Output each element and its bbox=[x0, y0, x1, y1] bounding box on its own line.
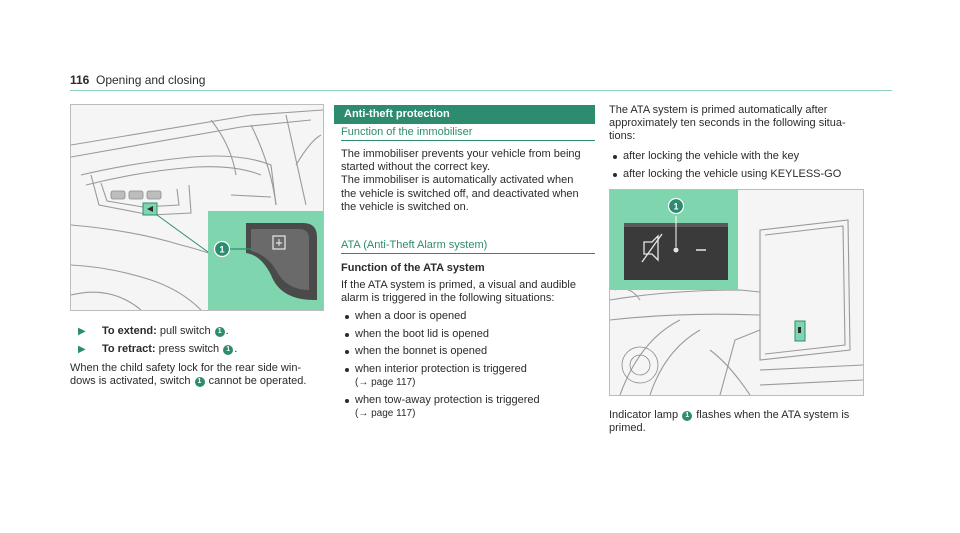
section-title-bar: Anti-theft protection bbox=[334, 105, 595, 124]
retract-label: To retract: bbox=[102, 343, 156, 355]
ata-indicator-figure: 1 bbox=[609, 189, 864, 396]
child-lock-note: When the child safety lock for the rear … bbox=[70, 362, 307, 388]
callout-1-badge: 1 bbox=[223, 345, 234, 355]
ata-intro: If the ATA system is primed, a visual an… bbox=[341, 279, 576, 305]
extend-instruction: ▶To extend: pull switch 1. bbox=[70, 324, 229, 339]
triangle-bullet-icon: ▶ bbox=[78, 344, 86, 355]
retract-text: press switch bbox=[158, 343, 220, 355]
callout-1-marker bbox=[667, 197, 685, 215]
retract-instruction: ▶To retract: press switch 1. bbox=[70, 342, 237, 357]
ata-auto-prime-text: The ATA system is primed automatically a… bbox=[609, 104, 846, 143]
arrow-right-icon: → bbox=[358, 408, 369, 420]
window-switch-figure: 1 bbox=[70, 104, 324, 311]
page-header: 116 Opening and closing bbox=[70, 72, 892, 91]
ata-function-heading: Function of the ATA system bbox=[341, 262, 485, 274]
callout-1-badge: 1 bbox=[682, 411, 693, 421]
page-number: 116 bbox=[70, 73, 90, 87]
immobiliser-text: The immobiliser prevents your vehicle fr… bbox=[341, 148, 581, 213]
indicator-caption: Indicator lamp 1 flashes when the ATA sy… bbox=[609, 409, 850, 435]
indicator-lamp bbox=[673, 247, 679, 253]
list-item: when the bonnet is opened bbox=[341, 345, 596, 358]
callout-1-badge: 1 bbox=[214, 327, 225, 337]
list-item: when interior protection is triggered (→… bbox=[341, 363, 596, 389]
list-item: when tow-away protection is triggered (→… bbox=[341, 394, 596, 420]
page-reference[interactable]: (→ page 117) bbox=[355, 408, 416, 420]
list-item: after locking the vehicle with the key bbox=[609, 150, 869, 163]
list-item: after locking the vehicle using KEYLESS-… bbox=[609, 168, 869, 181]
door-panel-illustration: 1 bbox=[71, 105, 323, 310]
callout-1-number: 1 bbox=[219, 245, 224, 255]
callout-1-marker bbox=[213, 240, 231, 258]
auto-prime-list: after locking the vehicle with the key a… bbox=[609, 150, 869, 185]
alarm-situations-list: when a door is opened when the boot lid … bbox=[341, 310, 596, 425]
dashboard-illustration: 1 bbox=[610, 190, 863, 395]
ata-heading: ATA (Anti-Theft Alarm system) bbox=[341, 239, 595, 254]
extend-label: To extend: bbox=[102, 325, 157, 337]
page-reference[interactable]: (→ page 117) bbox=[355, 377, 416, 389]
page-title: Opening and closing bbox=[96, 73, 206, 87]
callout-1-number: 1 bbox=[673, 202, 678, 212]
extend-text: pull switch bbox=[159, 325, 211, 337]
arrow-right-icon: → bbox=[358, 377, 369, 389]
callout-1-badge: 1 bbox=[194, 377, 205, 388]
immobiliser-heading: Function of the immobiliser bbox=[341, 126, 595, 141]
triangle-bullet-icon: ▶ bbox=[78, 326, 86, 337]
list-item: when a door is opened bbox=[341, 310, 596, 323]
list-item: when the boot lid is opened bbox=[341, 328, 596, 341]
